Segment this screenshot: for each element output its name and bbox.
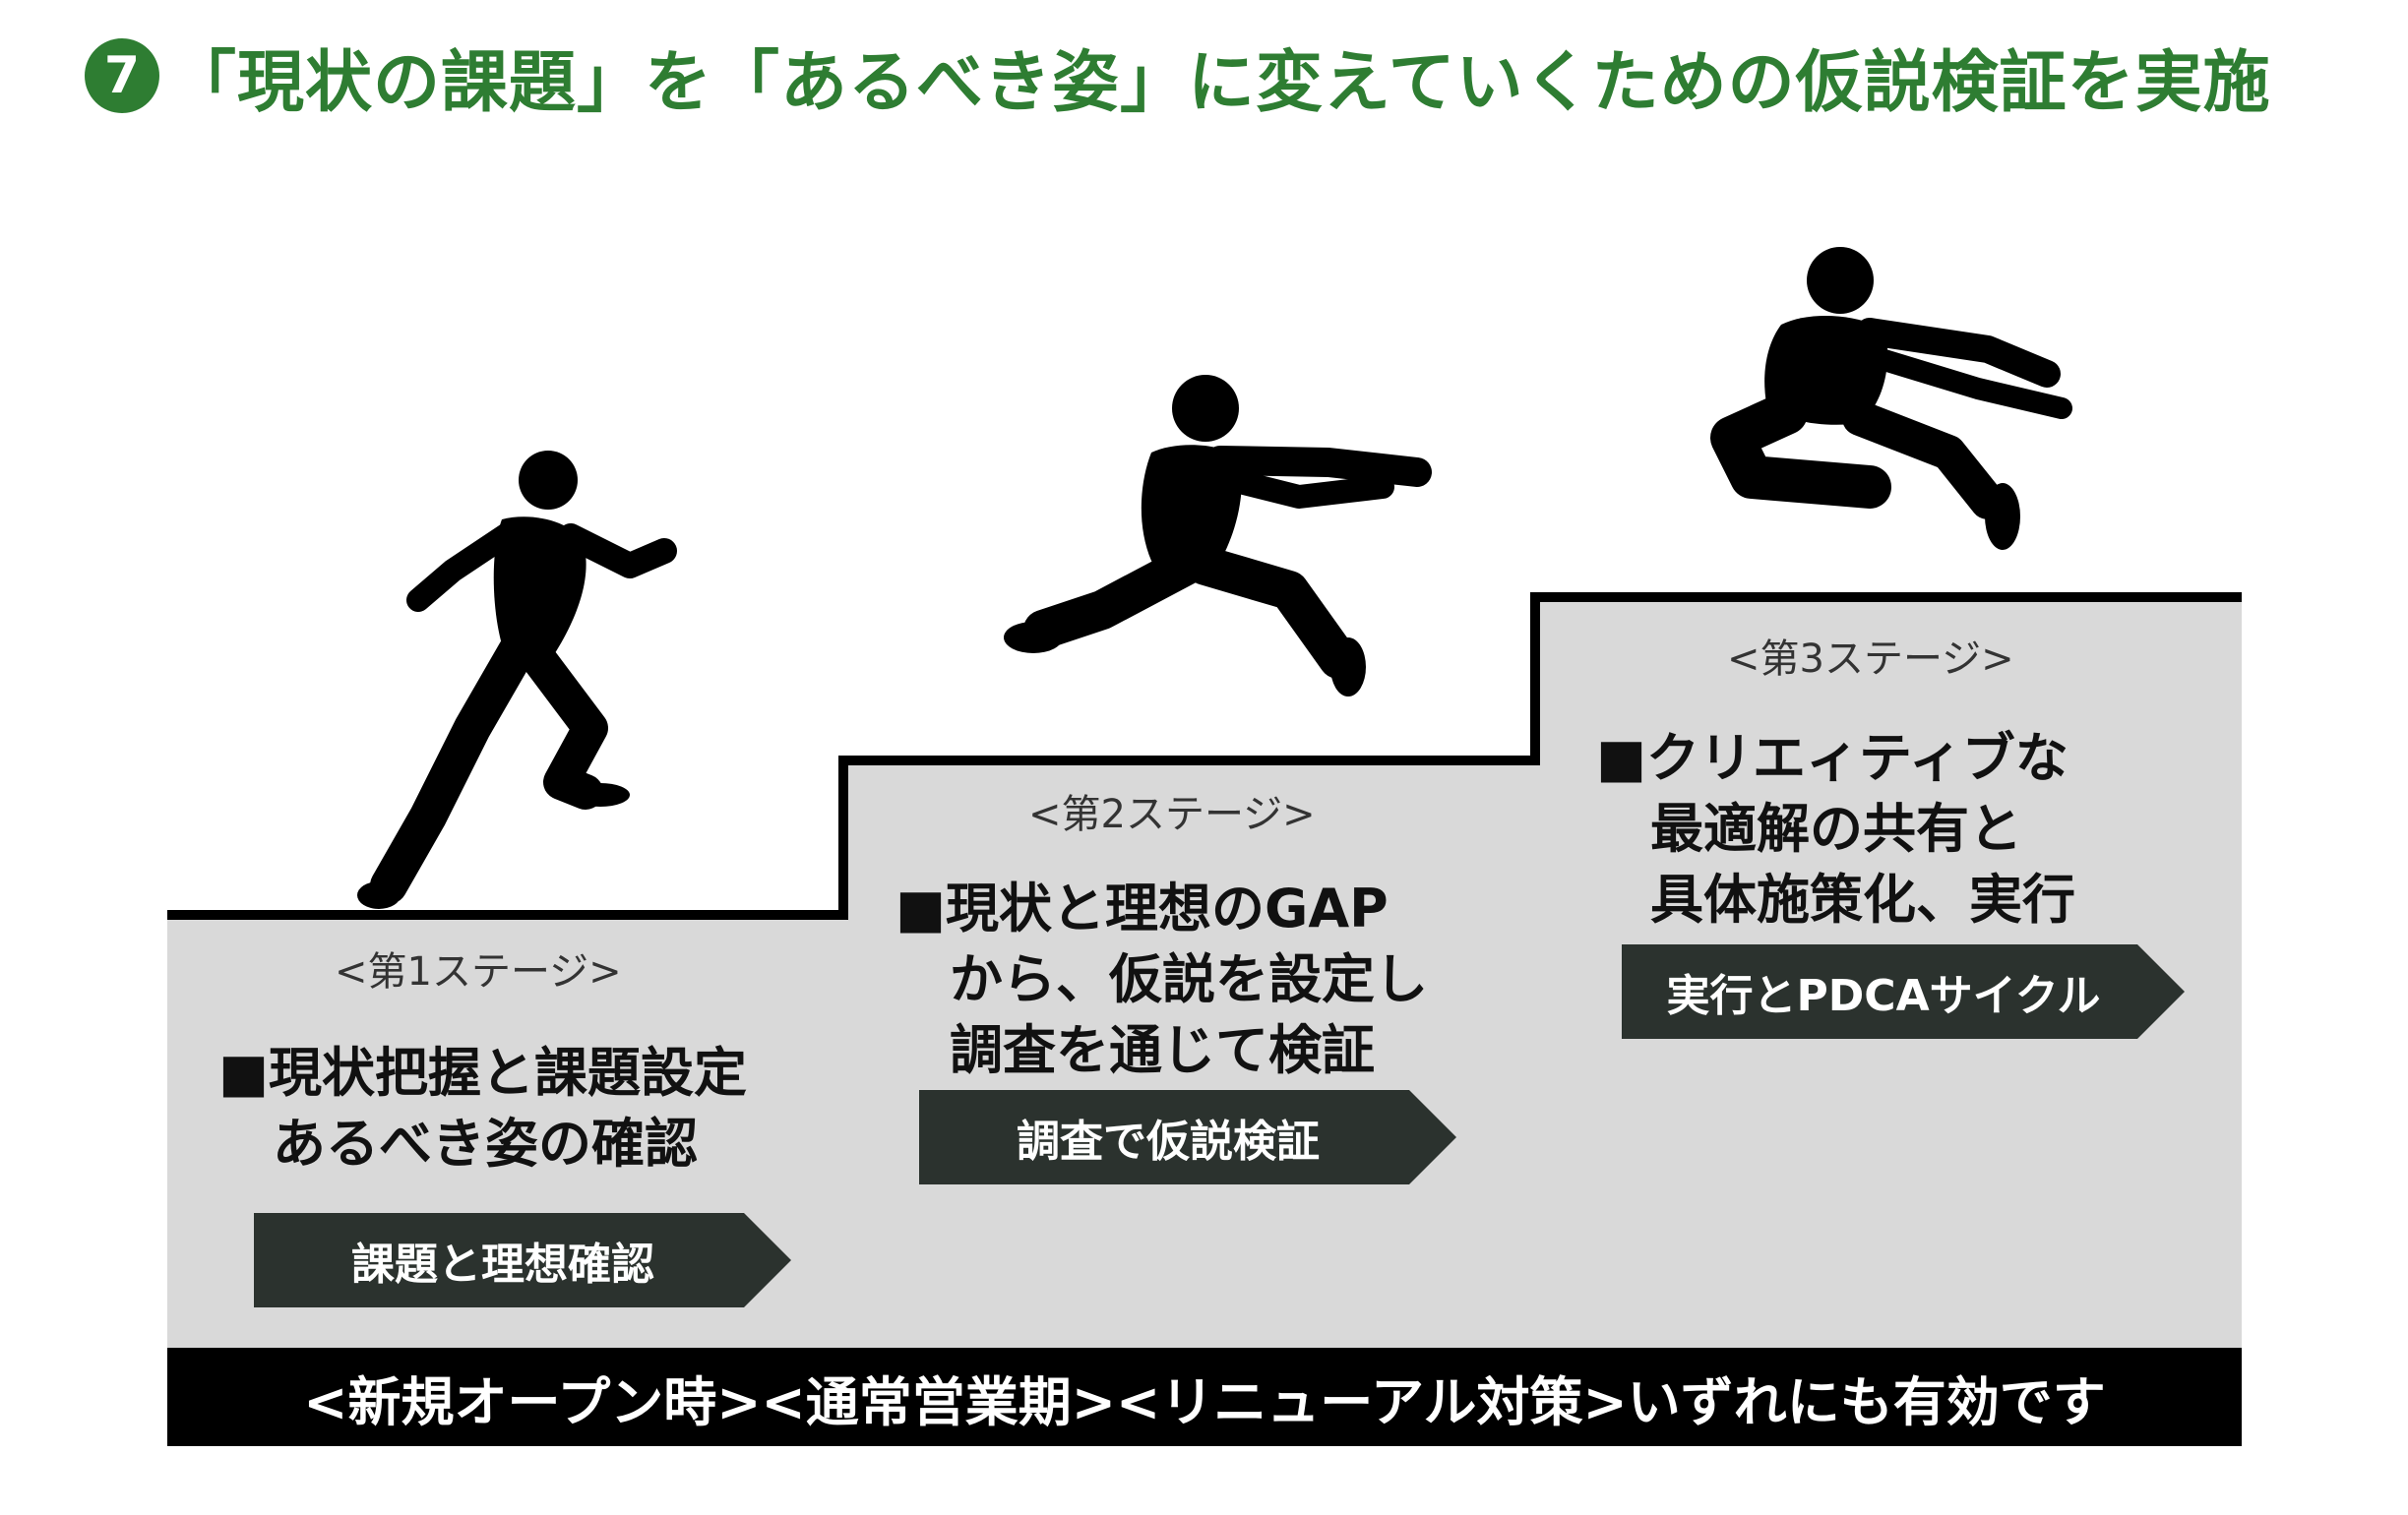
stage-2-tag: 調査で仮説検証: [919, 1090, 1456, 1184]
step-number-badge: 7: [85, 38, 159, 113]
long-jumper-silhouette-icon: [1004, 375, 1432, 697]
flying-jumper-silhouette-icon: [1710, 247, 2072, 550]
stage-1-label: <第1ステージ>: [335, 949, 622, 995]
stage-2-desc-line: 調査を通じて検証: [950, 1019, 1375, 1081]
page-title: 7 「現状の課題」を「あるべき姿」に変えていくための仮説検証を実施: [85, 22, 2387, 130]
stairs-fill: [167, 597, 2242, 1348]
title-text: 「現状の課題」を「あるべき姿」に変えていくための仮説検証を実施: [169, 43, 2271, 122]
stage-2-desc-line: ■現状と理想のGAP: [895, 878, 1389, 939]
stage-3-desc-line: 最適解の共有と: [1650, 798, 2022, 860]
stage-1-desc-line: ■現状把握と課題設定: [218, 1042, 748, 1104]
stage-1-description: ■現状把握と課題設定 あるべき姿の確認: [218, 1038, 747, 1180]
footer-banner: <新規オープン時><通常営業期><リニューアル対策>いずれにも有効です: [167, 1348, 2242, 1446]
stairs-outline: [167, 592, 2242, 920]
stage-2-desc-line: から、仮説を設定し: [950, 948, 1428, 1010]
runner-silhouette-icon: [357, 451, 677, 909]
stage-1-desc-line: あるべき姿の確認: [273, 1113, 698, 1175]
stage-3-description: ■クリエィティブな 最適解の共有と 具体施策化、実行: [1596, 723, 2075, 936]
stage-2-label: <第2ステージ>: [1028, 792, 1316, 837]
stage-3-label: <第3ステージ>: [1727, 636, 2014, 682]
stage-2-description: ■現状と理想のGAP から、仮説を設定し 調査を通じて検証: [895, 874, 1428, 1086]
stage-3-desc-line: ■クリエィティブな: [1596, 727, 2068, 789]
stage-3-tag: 実行とPDCAサイクル: [1622, 944, 2185, 1039]
stage-1-tag: 課題と理想確認: [254, 1213, 791, 1307]
stage-3-desc-line: 具体施策化、実行: [1650, 869, 2075, 931]
